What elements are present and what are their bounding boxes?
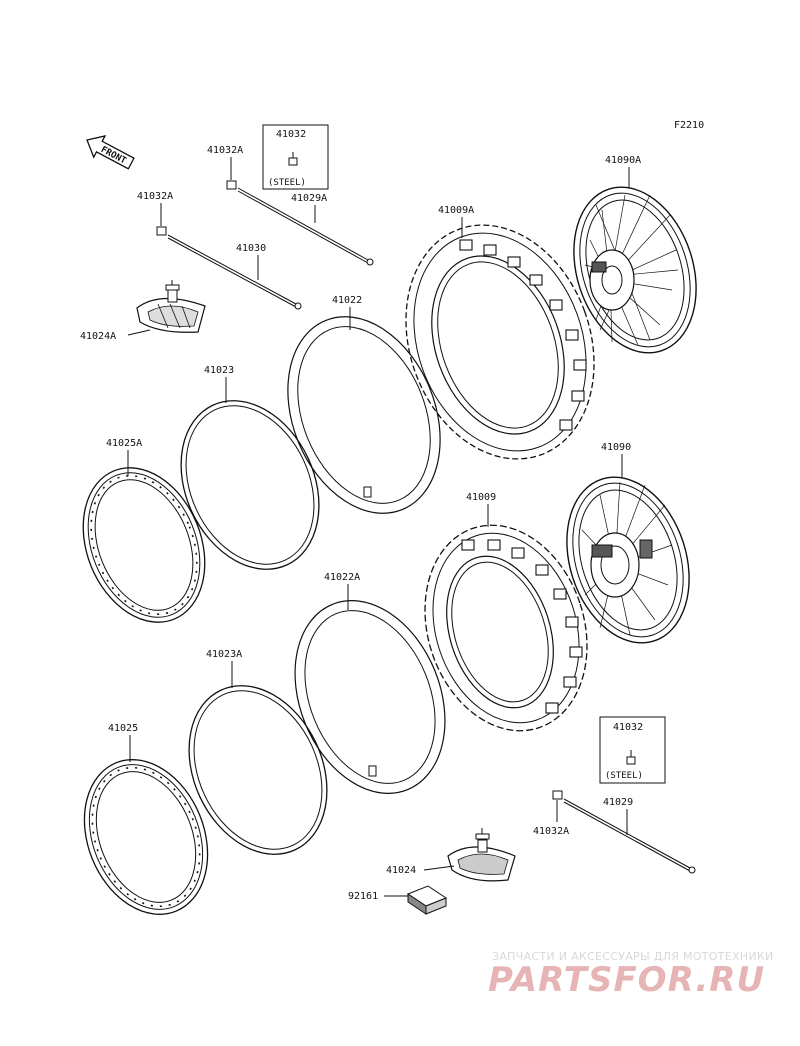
label-41032a-bottom: 41032A bbox=[533, 826, 569, 837]
label-41023: 41023 bbox=[204, 365, 234, 376]
label-steel-bottom: (STEEL) bbox=[605, 771, 643, 781]
label-41032a-left: 41032A bbox=[137, 191, 173, 202]
label-41023a: 41023A bbox=[206, 649, 242, 660]
nipple-steel-top bbox=[288, 152, 298, 166]
tire-41009 bbox=[424, 524, 588, 732]
label-41025a: 41025A bbox=[106, 438, 142, 449]
label-41022: 41022 bbox=[332, 295, 362, 306]
block-92161 bbox=[406, 885, 448, 915]
rim-lock-41024a bbox=[136, 280, 206, 333]
watermark-logo: PARTSFOR.RU bbox=[488, 960, 766, 1000]
label-41090: 41090 bbox=[601, 442, 631, 453]
tube-41022a bbox=[294, 600, 446, 794]
rim-band-41023 bbox=[180, 400, 320, 570]
label-41090a: 41090A bbox=[605, 155, 641, 166]
label-41022a: 41022A bbox=[324, 572, 360, 583]
label-41030: 41030 bbox=[236, 243, 266, 254]
rim-lock-41024 bbox=[447, 828, 516, 882]
label-41024a: 41024A bbox=[80, 331, 116, 342]
spoke-41029 bbox=[563, 798, 696, 874]
rim-41025a bbox=[82, 467, 206, 623]
label-41032-box-top: 41032 bbox=[276, 129, 306, 140]
wheel-41090 bbox=[566, 476, 690, 644]
steel-box-top: 41032 (STEEL) bbox=[262, 124, 329, 190]
diagram-code: F2210 bbox=[674, 120, 704, 131]
rim-41025 bbox=[83, 759, 209, 915]
rim-band-41023a bbox=[188, 685, 328, 855]
nipple-bottom bbox=[552, 790, 563, 800]
tube-41022 bbox=[287, 316, 441, 514]
label-41009a: 41009A bbox=[438, 205, 474, 216]
nipple-top bbox=[226, 180, 237, 190]
label-41029a: 41029A bbox=[291, 193, 327, 204]
nipple-left bbox=[156, 226, 167, 236]
label-41029: 41029 bbox=[603, 797, 633, 808]
label-41025: 41025 bbox=[108, 723, 138, 734]
steel-box-bottom: 41032 (STEEL) bbox=[599, 716, 666, 784]
spoke-41030 bbox=[167, 234, 302, 310]
watermark-subtitle: ЗАПЧАСТИ И АКСЕССУАРЫ ДЛЯ МОТОТЕХНИКИ bbox=[492, 950, 774, 963]
label-41032a-top: 41032A bbox=[207, 145, 243, 156]
wheel-41090a bbox=[573, 186, 697, 354]
label-41032-box-bottom: 41032 bbox=[613, 722, 643, 733]
tire-41009a bbox=[405, 224, 595, 460]
label-steel-top: (STEEL) bbox=[268, 178, 306, 188]
front-arrow-icon: FRONT bbox=[86, 135, 135, 170]
spoke-41029a bbox=[237, 187, 374, 266]
nipple-steel-bottom bbox=[626, 750, 636, 765]
label-41009: 41009 bbox=[466, 492, 496, 503]
label-41024: 41024 bbox=[386, 865, 416, 876]
label-92161: 92161 bbox=[348, 891, 378, 902]
